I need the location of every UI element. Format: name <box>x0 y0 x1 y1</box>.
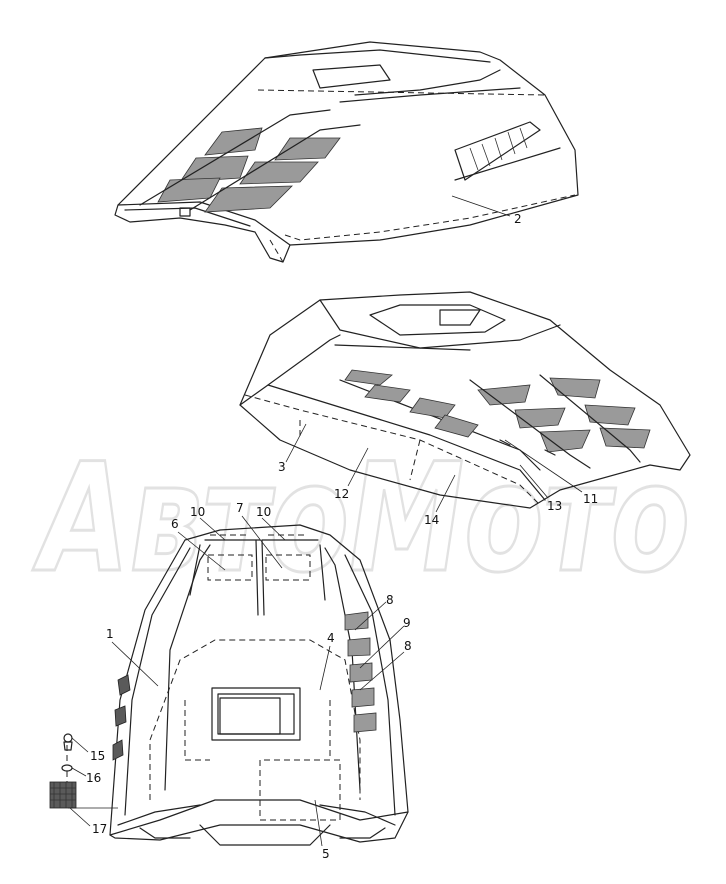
callout-15: 15 <box>90 749 105 763</box>
callout-8b: 8 <box>404 639 412 653</box>
callout-10a: 10 <box>190 505 205 519</box>
watermark: АвтоМото <box>31 431 692 608</box>
callout-5: 5 <box>322 847 330 861</box>
callout-9: 9 <box>403 616 411 630</box>
callout-4: 4 <box>327 631 335 645</box>
hood-top-view <box>114 41 579 263</box>
callout-17: 17 <box>92 822 107 836</box>
callout-10b: 10 <box>256 505 271 519</box>
callouts: 1 2 3 4 5 6 7 8 8 9 10 10 11 12 13 14 15… <box>86 212 598 861</box>
callout-2: 2 <box>514 212 522 226</box>
callout-8a: 8 <box>386 593 394 607</box>
callout-13: 13 <box>547 499 562 513</box>
callout-7: 7 <box>236 501 244 515</box>
callout-3: 3 <box>278 460 286 474</box>
watermark-text: АвтоМото <box>32 432 690 606</box>
callout-1: 1 <box>106 627 114 641</box>
hood-bottom-view <box>49 515 409 847</box>
hood-middle-view <box>239 291 691 513</box>
callout-14: 14 <box>424 513 439 527</box>
callout-11: 11 <box>583 492 598 506</box>
callout-6: 6 <box>171 517 179 531</box>
callout-12: 12 <box>334 487 349 501</box>
callout-16: 16 <box>86 771 101 785</box>
